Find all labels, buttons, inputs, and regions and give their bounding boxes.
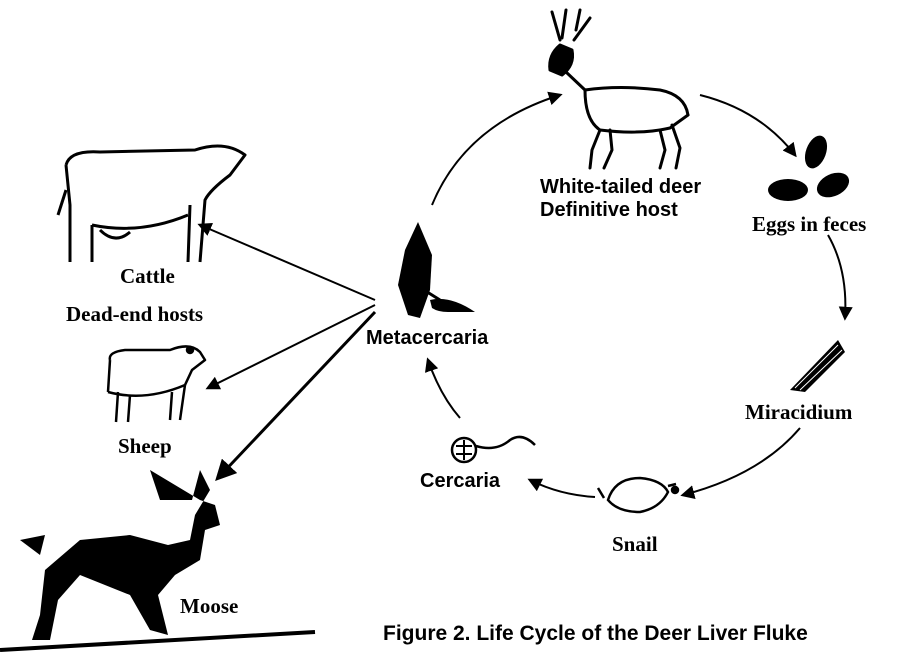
deer-label: White-tailed deer Definitive host [540, 176, 701, 222]
arrow-snail-to-cercaria [527, 478, 596, 498]
moose-icon [20, 470, 220, 640]
cattle-icon [56, 144, 247, 263]
arrow-metacercaria-to-deer [431, 91, 563, 206]
sheep-icon [106, 345, 207, 423]
arrow-to-sheep [205, 304, 376, 390]
arrow-to-cattle [197, 222, 376, 301]
deadend-hosts-label: Dead-end hosts [66, 302, 204, 326]
cercaria-icon [450, 435, 536, 464]
sheep-label: Sheep [118, 434, 172, 458]
arrow-deer-to-eggs [699, 94, 797, 158]
host-arrows [197, 222, 377, 482]
snail-icon [596, 476, 680, 514]
snail-label: Snail [612, 532, 658, 556]
deer-icon [548, 8, 690, 170]
deer-label-line1: White-tailed deer [540, 176, 702, 198]
eggs-label: Eggs in feces [752, 212, 867, 236]
deer-label-line2: Definitive host [540, 199, 678, 221]
moose-label: Moose [180, 594, 239, 618]
figure-caption: Figure 2. Life Cycle of the Deer Liver F… [383, 622, 808, 645]
metacercaria-label: Metacercaria [366, 327, 489, 349]
metacercaria-icon [398, 222, 475, 318]
arrow-miracidium-to-snail [680, 427, 801, 499]
miracidium-label: Miracidium [745, 400, 853, 424]
eggs-icon [768, 135, 850, 201]
arrow-eggs-to-miracidium [827, 234, 853, 321]
arrow-cercaria-to-metacercaria [425, 357, 461, 419]
ground-line [0, 630, 316, 652]
cattle-label: Cattle [120, 264, 175, 288]
miracidium-icon [790, 340, 845, 392]
arrow-to-moose [215, 310, 377, 482]
cycle-arrows [425, 91, 853, 499]
cercaria-label: Cercaria [420, 470, 501, 492]
